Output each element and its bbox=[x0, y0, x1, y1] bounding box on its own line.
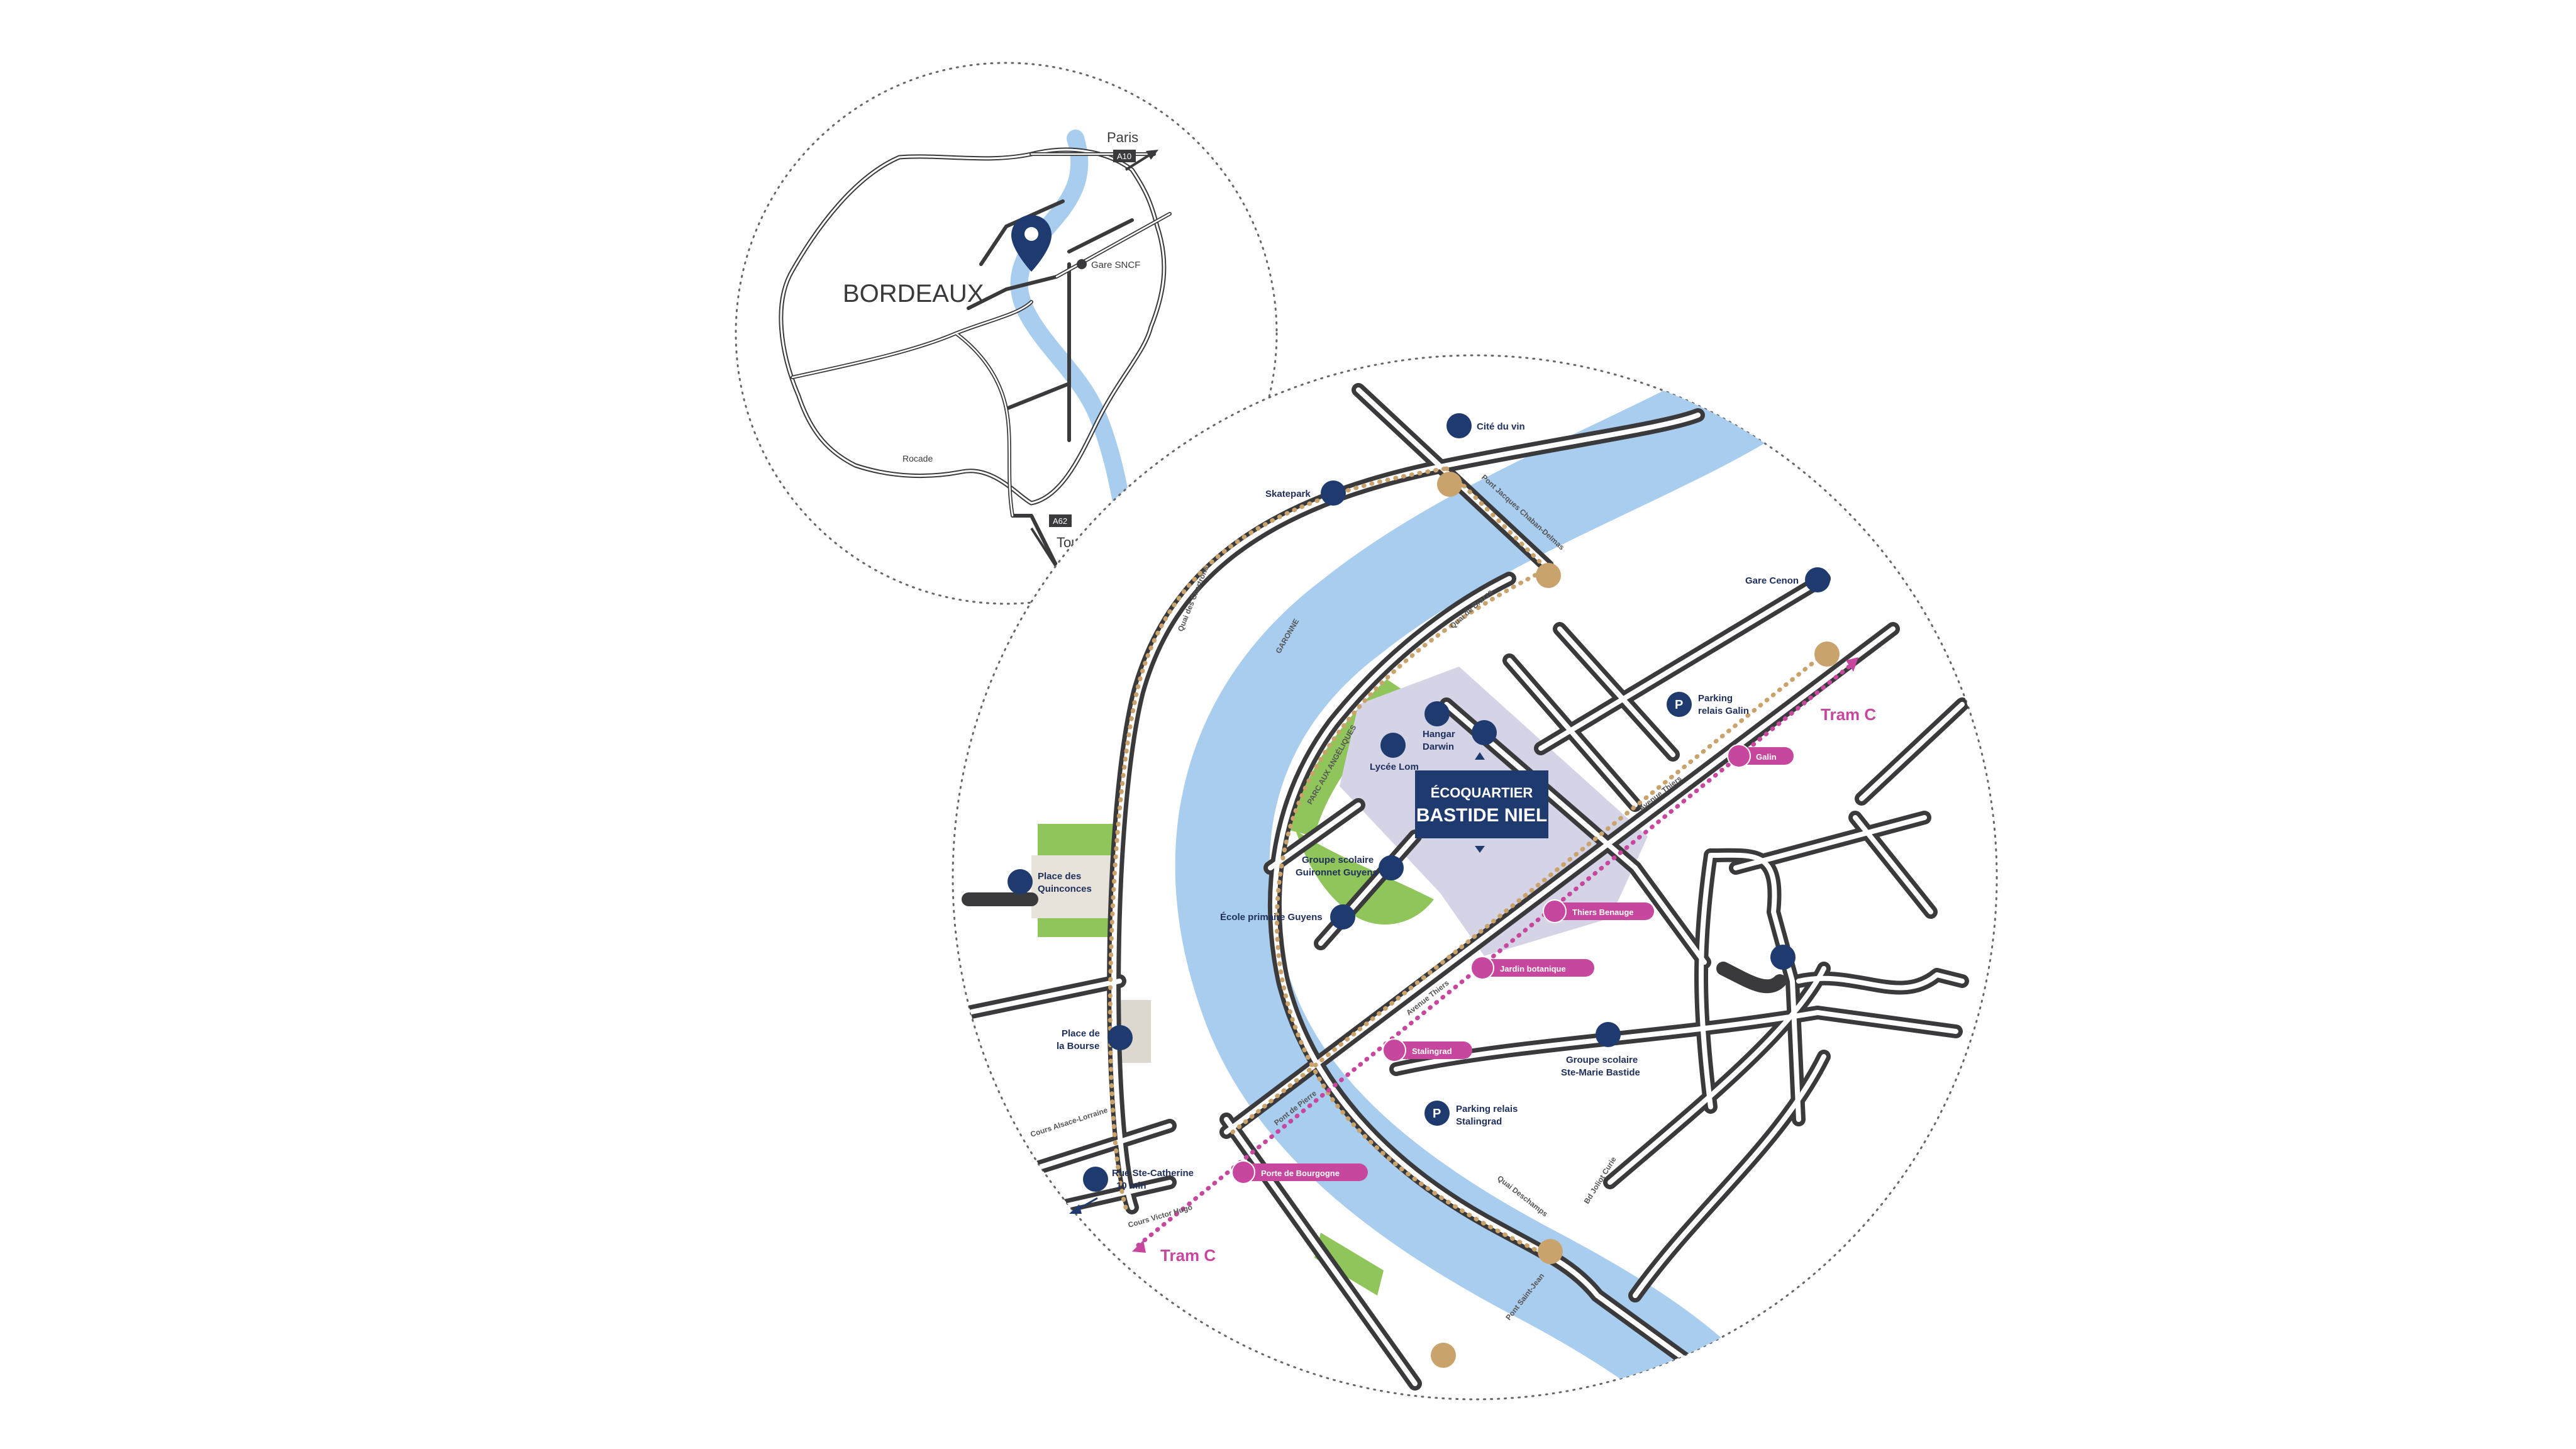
cite-du-vin-label: Cité du vin bbox=[1477, 421, 1525, 432]
tram-c-label-south: Tram C bbox=[1160, 1246, 1216, 1265]
parking-stalingrad-label-1: Parking relais bbox=[1456, 1104, 1518, 1114]
paris-label: Paris bbox=[1107, 130, 1138, 145]
bike-route bbox=[1108, 466, 1556, 1260]
ste-catherine-arrowhead bbox=[1069, 1204, 1082, 1214]
south-park bbox=[1314, 1233, 1384, 1296]
school-icon-ecole bbox=[1330, 904, 1355, 930]
main-map: Tram C Tram C ÉCOQUARTIER BASTIDE NIEL bbox=[952, 354, 1998, 1401]
groupe-guyens-label-1: Groupe scolaire bbox=[1302, 855, 1374, 865]
inset-river bbox=[1010, 130, 1150, 581]
parking-icon-stalingrad bbox=[1424, 1101, 1450, 1126]
basket-icon-east bbox=[1770, 945, 1796, 970]
rocade-label: Rocade bbox=[902, 453, 933, 464]
bourse-label-1: Place de bbox=[1062, 1028, 1100, 1039]
tram-c-line bbox=[1136, 664, 1852, 1248]
location-pin-icon bbox=[1011, 215, 1052, 272]
quinconces-square bbox=[1031, 855, 1119, 918]
tram-stop-label: Jardin botanique bbox=[1500, 964, 1566, 974]
school-icon-lom bbox=[1380, 733, 1406, 758]
project-line1: ÉCOQUARTIER bbox=[1431, 785, 1533, 801]
tram-stop-label: Thiers Benauge bbox=[1572, 908, 1634, 917]
ste-marie-label-1: Groupe scolaire bbox=[1566, 1055, 1638, 1065]
lycee-lom-label: Lycée Lom bbox=[1370, 762, 1419, 772]
hangar-darwin-label-2: Darwin bbox=[1423, 741, 1454, 752]
hangar-icon bbox=[1424, 701, 1450, 726]
ecole-guyens-label: École primaire Guyens bbox=[1220, 912, 1323, 923]
tram-stop-label: Porte de Bourgogne bbox=[1261, 1169, 1340, 1178]
a62-shield bbox=[1049, 514, 1072, 527]
bourse-label-2: la Bourse bbox=[1057, 1041, 1099, 1052]
paris-arrowhead bbox=[1146, 150, 1158, 160]
tram-stop-porte-de-bourgogne: Porte de Bourgogne bbox=[1231, 1160, 1368, 1184]
parking-galin-label-2: relais Galin bbox=[1698, 706, 1749, 716]
ste-catherine-label-1: Rue Ste-Catherine bbox=[1112, 1168, 1194, 1179]
toulouse-arrow bbox=[1030, 527, 1061, 574]
school-icon-guyens bbox=[1379, 855, 1404, 880]
city-name: BORDEAUX bbox=[843, 280, 984, 308]
tram-stop-jardin-botanique: Jardin botanique bbox=[1470, 956, 1594, 980]
tram-arrow-north bbox=[1846, 657, 1858, 672]
parking-letter: P bbox=[1675, 698, 1683, 712]
garonne-river bbox=[1175, 355, 1787, 1399]
gare-cenon-label: Gare Cenon bbox=[1745, 575, 1799, 586]
tram-stop-stalingrad: Stalingrad bbox=[1382, 1038, 1472, 1062]
train-icon bbox=[1805, 567, 1830, 592]
project-line2: BASTIDE NIEL bbox=[1416, 805, 1547, 826]
parking-galin-label-1: Parking bbox=[1698, 693, 1733, 704]
tram-arrow-south bbox=[1132, 1240, 1146, 1253]
gare-sncf-dot bbox=[1077, 259, 1087, 269]
tram-stop-galin: Galin bbox=[1727, 744, 1794, 768]
tram-c-label-north: Tram C bbox=[1821, 705, 1876, 724]
eye-icon-bourse bbox=[1108, 1025, 1133, 1050]
parking-letter-2: P bbox=[1433, 1107, 1441, 1121]
basket-icon bbox=[1472, 720, 1497, 745]
bike-station-icon bbox=[1431, 472, 1840, 1368]
ste-marie-label-2: Ste-Marie Bastide bbox=[1561, 1067, 1640, 1078]
a62-label: A62 bbox=[1053, 516, 1067, 526]
wine-icon bbox=[1446, 413, 1472, 438]
a10-label: A10 bbox=[1117, 152, 1131, 161]
paris-arrow bbox=[1124, 153, 1152, 171]
tram-stop-label: Stalingrad bbox=[1412, 1046, 1452, 1056]
school-icon-ste-marie bbox=[1596, 1022, 1621, 1047]
project-label: ÉCOQUARTIER BASTIDE NIEL bbox=[1415, 752, 1548, 853]
parking-icon-galin bbox=[1667, 692, 1692, 717]
skatepark-label: Skatepark bbox=[1265, 489, 1311, 499]
a10-shield bbox=[1113, 150, 1136, 162]
hangar-darwin-label-1: Hangar bbox=[1423, 729, 1455, 740]
gare-sncf-label: Gare SNCF bbox=[1091, 260, 1140, 270]
quinconces-label-1: Place des bbox=[1038, 871, 1081, 882]
shop-icon bbox=[1083, 1167, 1108, 1192]
park-guyens-area bbox=[1296, 830, 1434, 924]
eye-icon-quinconces bbox=[1008, 869, 1033, 894]
quinconces-label-2: Quinconces bbox=[1038, 884, 1092, 894]
parking-stalingrad-label-2: Stalingrad bbox=[1456, 1116, 1502, 1127]
groupe-guyens-label-2: Guironnet Guyens bbox=[1296, 867, 1378, 878]
tram-stop-label: Galin bbox=[1756, 752, 1777, 762]
poi-icons bbox=[1008, 413, 1830, 1192]
tram-stop-thiers-benauge: Thiers Benauge bbox=[1543, 899, 1654, 923]
ste-catherine-label-2: 10 min bbox=[1116, 1180, 1146, 1191]
skate-icon bbox=[1321, 480, 1346, 506]
